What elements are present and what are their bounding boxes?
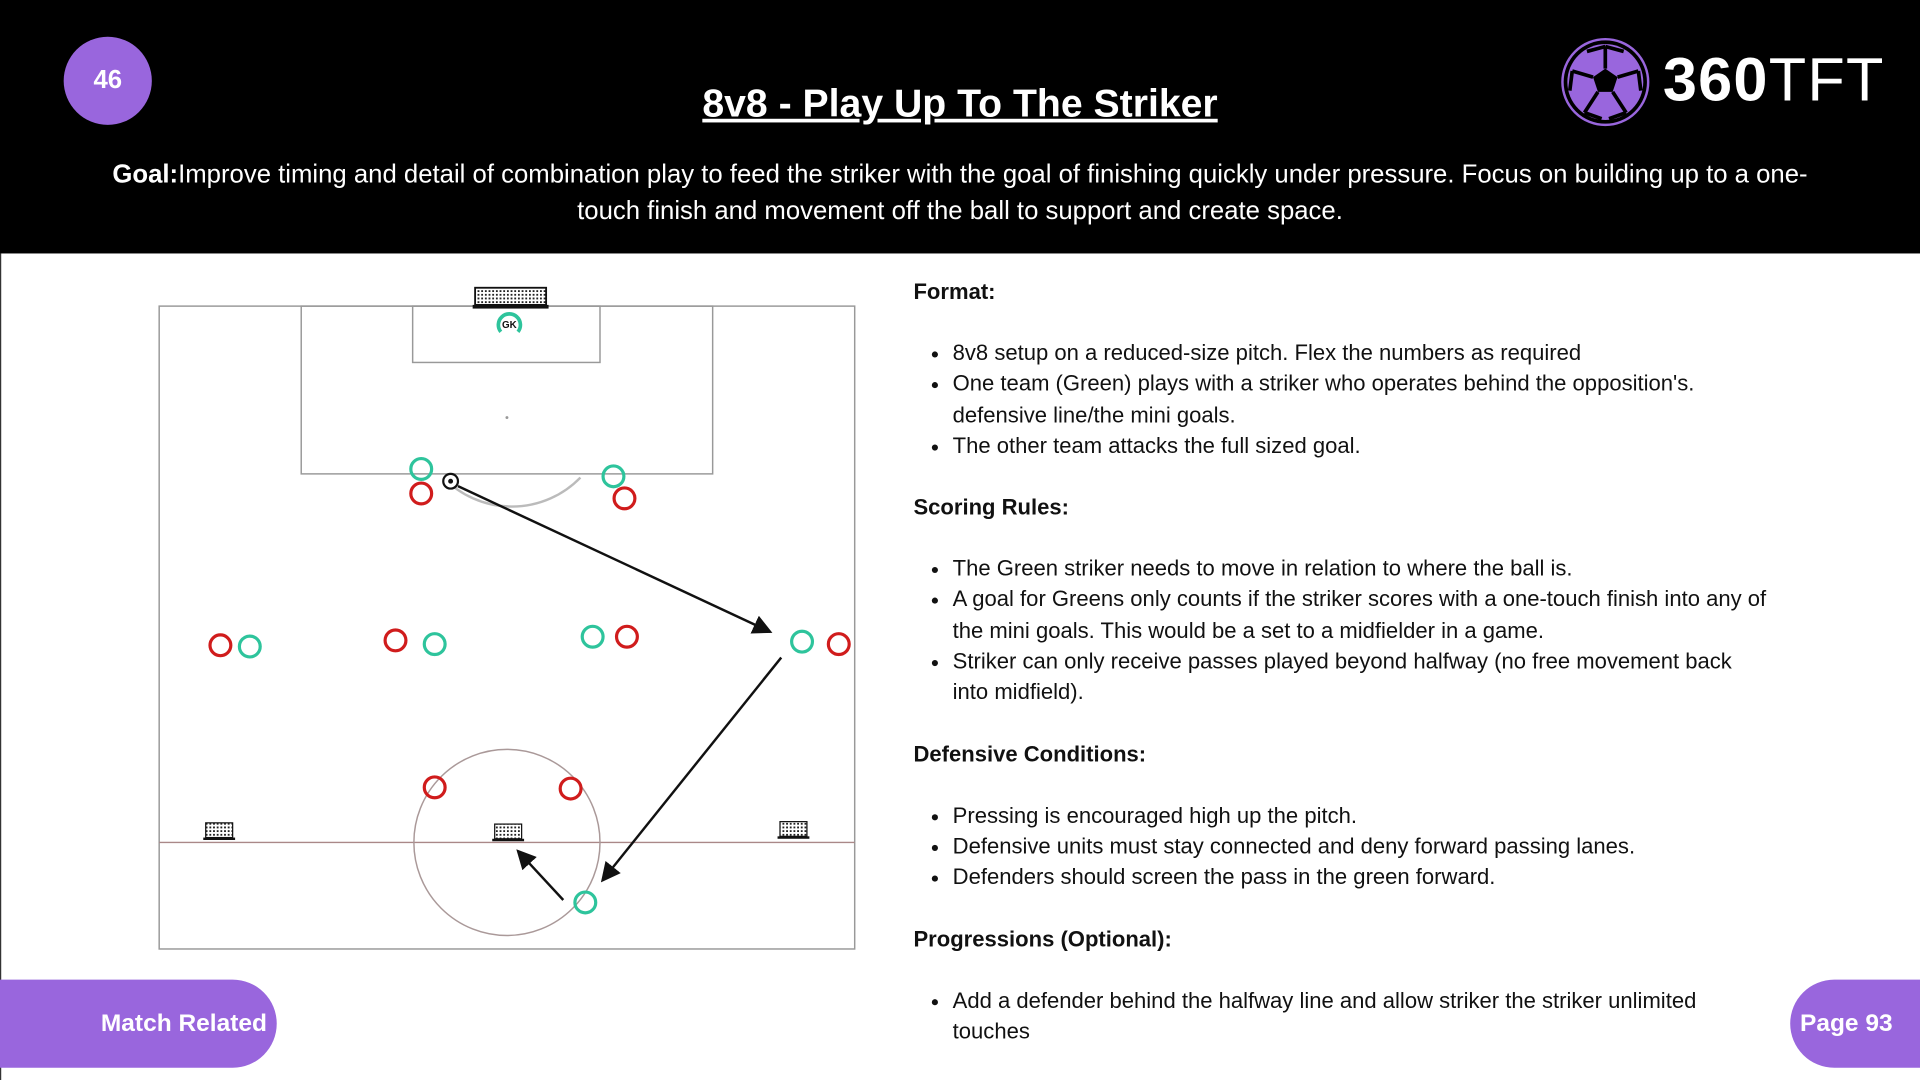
pitch-lines: [158, 305, 856, 950]
green-team: [237, 456, 815, 915]
page-title: 8v8 - Play Up To The Striker: [702, 80, 1218, 125]
list-item: The Green striker needs to move in relat…: [953, 554, 1771, 585]
header: 46 8v8 - Play Up To The Striker Goal:Imp…: [0, 0, 1920, 254]
red-player: [409, 481, 434, 506]
section-heading: Format:: [913, 279, 996, 304]
red-player: [612, 486, 637, 511]
main-goal: [472, 286, 549, 309]
goal-text: Improve timing and detail of combination…: [178, 160, 1808, 226]
goal-label: Goal:: [112, 160, 179, 189]
list-item: Defensive units must stay connected and …: [953, 831, 1771, 862]
pass-arrow: [457, 485, 773, 634]
penalty-arc: [442, 476, 582, 508]
list-item: Striker can only receive passes played b…: [953, 647, 1771, 709]
penalty-spot: [505, 416, 509, 420]
green-player: [580, 624, 605, 649]
bullet-list: Pressing is encouraged high up the pitch…: [913, 800, 1770, 893]
bullet-list: Add a defender behind the halfway line a…: [913, 985, 1770, 1047]
page-number: Page 93: [1790, 979, 1920, 1068]
red-player: [208, 633, 233, 658]
logo-text: 360TFT: [1662, 45, 1885, 114]
list-item: Defenders should screen the pass in the …: [953, 862, 1771, 893]
list-item: Pressing is encouraged high up the pitch…: [953, 800, 1771, 831]
pass-arrows: [457, 485, 783, 901]
red-player: [826, 632, 851, 657]
logo: 360TFT: [1560, 37, 1903, 128]
list-item: Add a defender behind the halfway line a…: [953, 985, 1771, 1047]
green-player: [601, 464, 626, 489]
list-item: 8v8 setup on a reduced-size pitch. Flex …: [953, 338, 1771, 369]
green-player: [422, 632, 447, 657]
ball-icon: [442, 472, 460, 490]
green-player: [409, 456, 434, 481]
svg-text:GK: GK: [502, 320, 517, 331]
red-player: [614, 624, 639, 649]
category-tag: Match Related: [0, 979, 277, 1068]
red-player: [422, 775, 447, 800]
section-heading: Scoring Rules:: [913, 494, 1070, 520]
pitch-diagram: GK: [158, 286, 856, 950]
green-player: [790, 629, 815, 654]
mini-goal-center: [492, 823, 525, 842]
divider: [0, 253, 2, 1080]
list-item: One team (Green) plays with a striker wh…: [953, 369, 1771, 431]
green-striker: [573, 890, 598, 915]
soccer-ball-icon: [1561, 37, 1650, 127]
pass-arrow: [600, 656, 783, 883]
mini-goal-left: [203, 822, 236, 841]
list-item: The other team attacks the full sized go…: [953, 431, 1771, 462]
section-heading: Progressions (Optional):: [913, 926, 1172, 951]
list-item: A goal for Greens only counts if the str…: [953, 585, 1771, 647]
bullet-list: 8v8 setup on a reduced-size pitch. Flex …: [913, 338, 1770, 462]
pitch-boundary: [158, 305, 856, 950]
section-heading: Defensive Conditions:: [913, 741, 1147, 767]
session-details: Format: 8v8 setup on a reduced-size pitch…: [913, 277, 1770, 1078]
red-player: [383, 628, 408, 653]
center-circle: [413, 748, 601, 937]
goalkeeper: GK: [496, 312, 523, 333]
red-team: [208, 481, 851, 801]
mini-goal-right: [777, 821, 810, 839]
penalty-box: [300, 305, 714, 475]
red-player: [558, 776, 583, 801]
green-player: [237, 634, 262, 659]
session-number-badge: 46: [63, 36, 152, 125]
shot-arrow: [516, 849, 565, 901]
bullet-list: The Green striker needs to move in relat…: [913, 554, 1770, 709]
goal-description: Goal:Improve timing and detail of combin…: [98, 157, 1822, 230]
